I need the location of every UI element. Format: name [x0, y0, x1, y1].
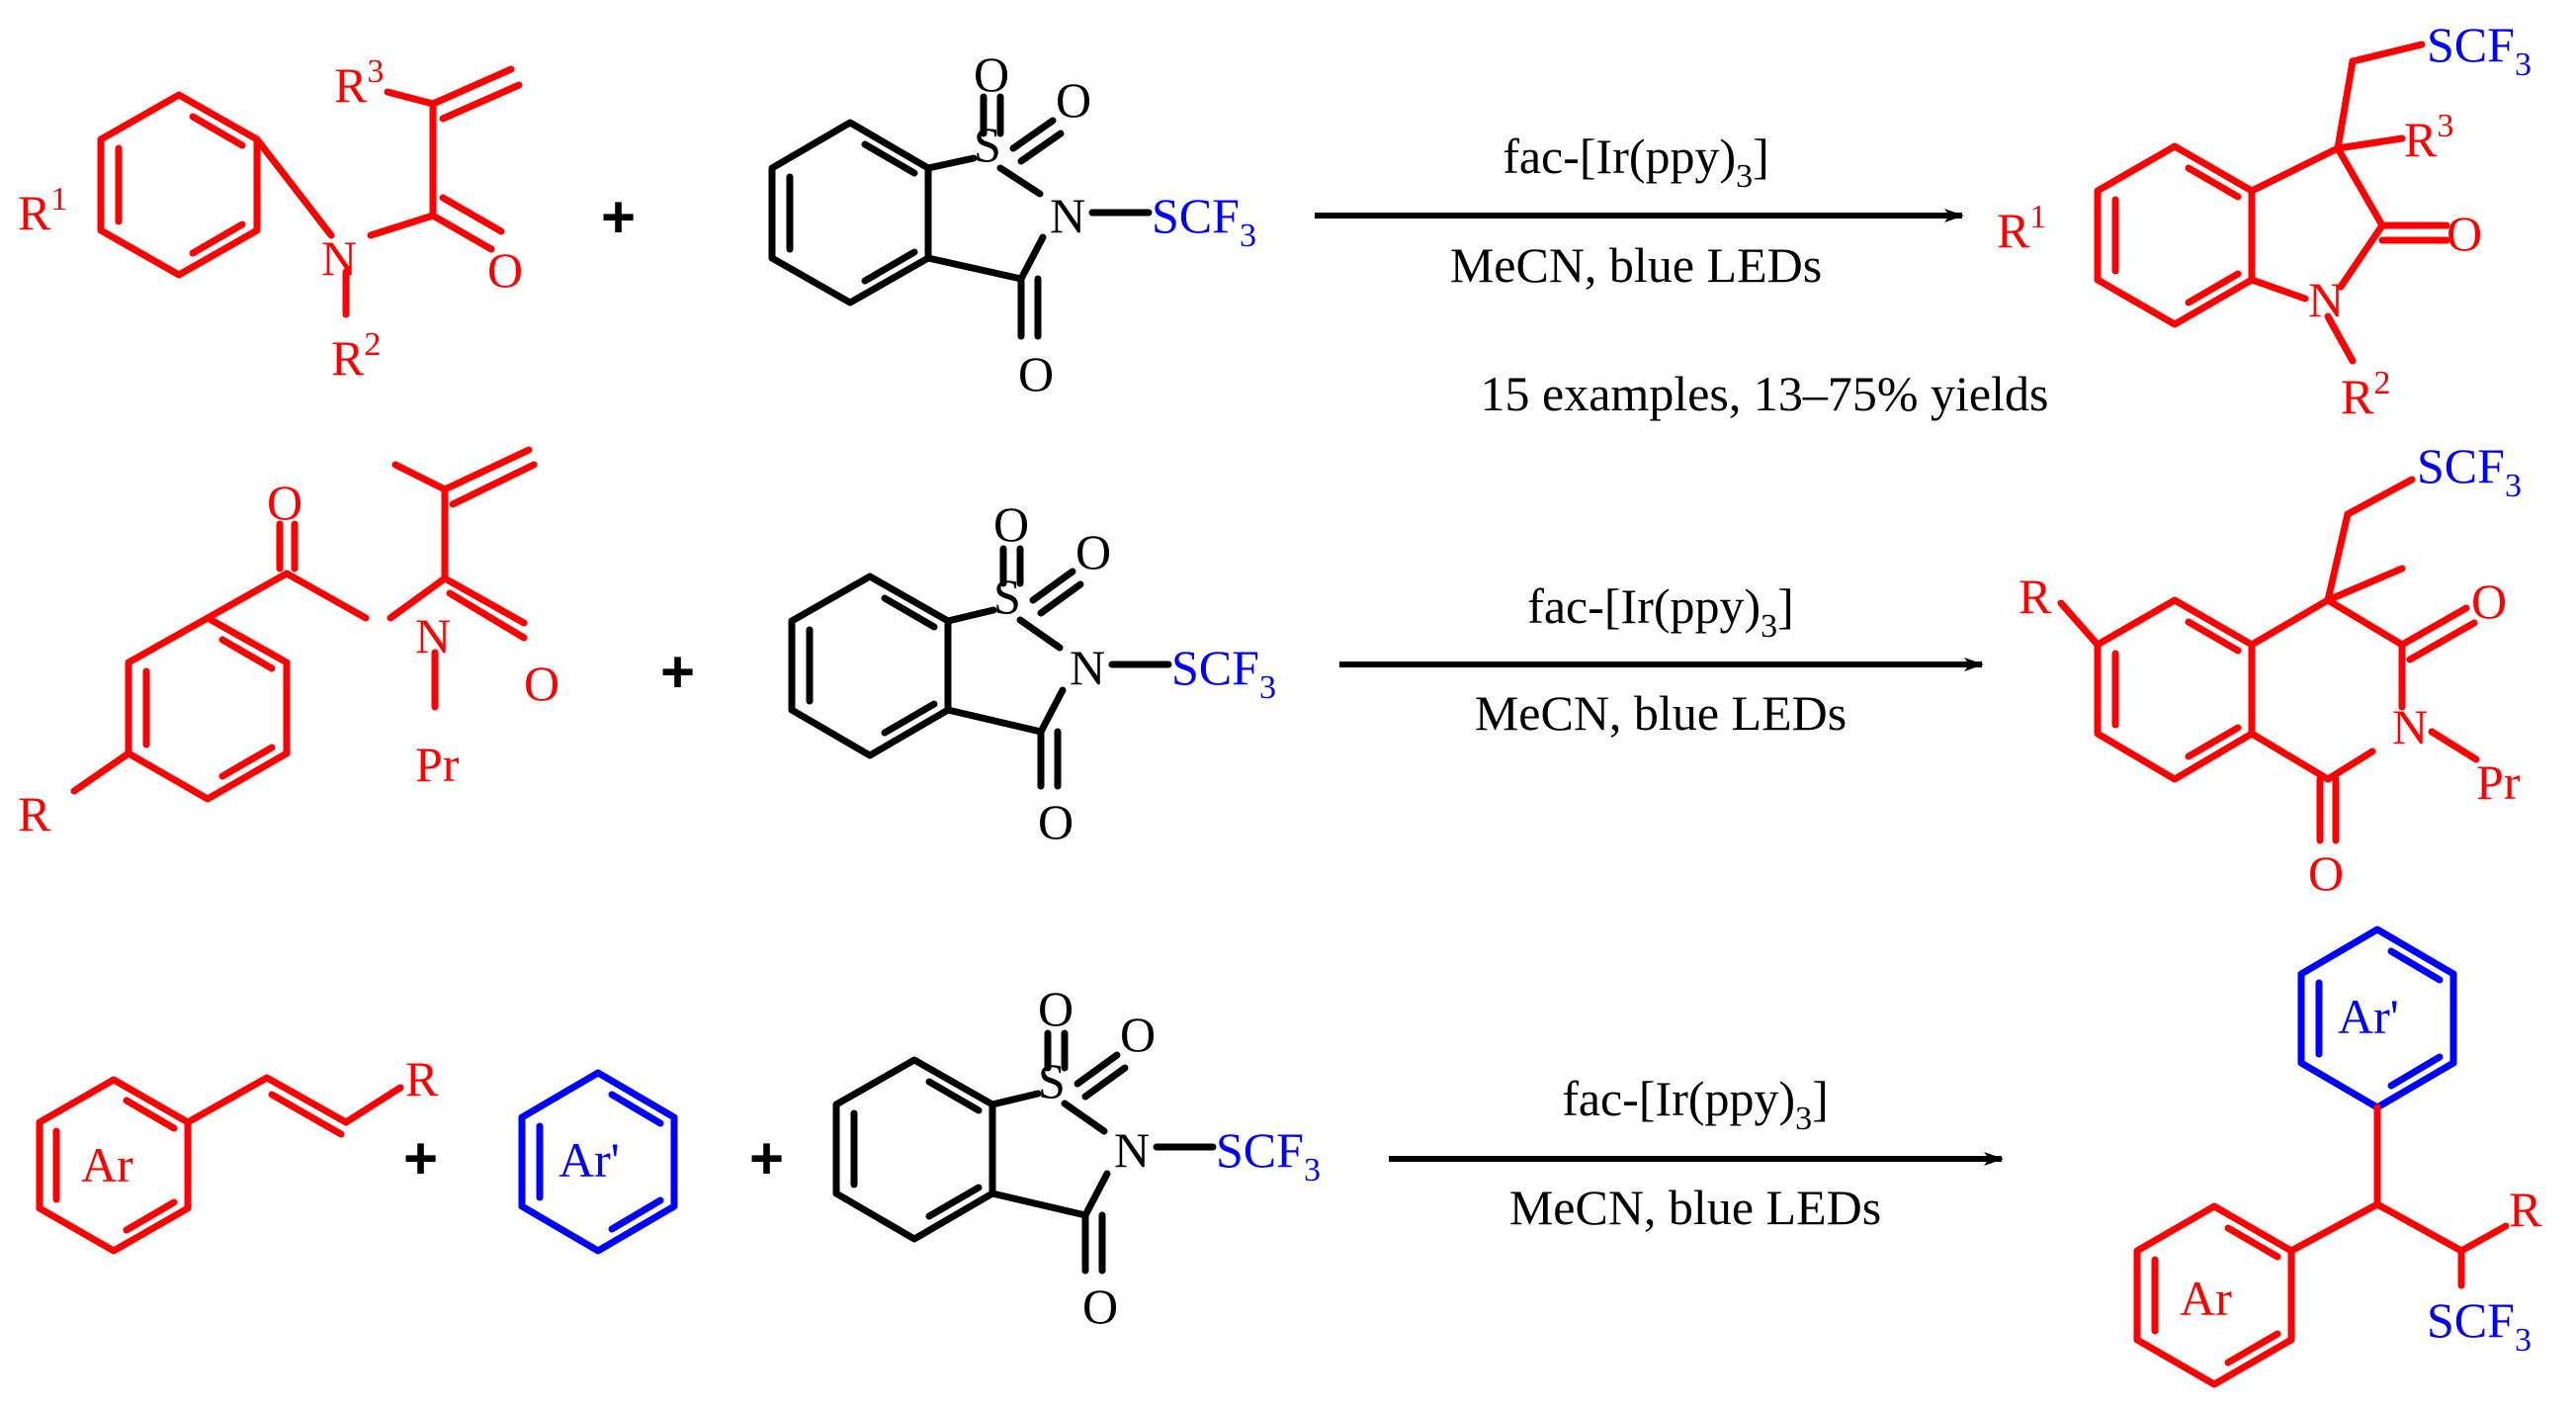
row-3: Ar R + Ar' + — [36, 926, 2542, 1388]
r1-label: R1 — [18, 181, 67, 240]
nitrogen-label: N — [321, 230, 357, 286]
aryl-label: Ar — [2180, 1271, 2232, 1326]
aryl-label: Ar — [81, 1137, 133, 1192]
row-1: R1 N O R2 R3 + O O S N O SCF3 — [18, 17, 2532, 424]
oxygen-label: O — [1038, 981, 1073, 1036]
oxygen-label: O — [1056, 72, 1091, 128]
nitrogen-label: N — [1050, 188, 1085, 243]
row-2: R O N O Pr + O O S N O SCF3 — [18, 438, 2522, 901]
conditions-label: MeCN, blue LEDs — [1450, 237, 1822, 293]
aryl-prime-label: Ar' — [558, 1132, 620, 1188]
propyl-label: Pr — [415, 737, 460, 792]
oxygen-label: O — [1075, 524, 1111, 579]
scf3-saccharin-structure — [832, 1029, 1217, 1275]
scf3-saccharin-structure — [788, 545, 1172, 790]
aryl-prime-label: Ar' — [2338, 989, 2399, 1044]
scf3-group-label: SCF3 — [1216, 1122, 1321, 1189]
oxygen-label: O — [267, 475, 302, 530]
catalyst-label: fac-[Ir(ppy)3] — [1527, 578, 1794, 645]
yield-note: 15 examples, 13–75% yields — [1481, 366, 2049, 421]
catalyst-label: fac-[Ir(ppy)3] — [1503, 129, 1769, 195]
sulfur-label: S — [993, 569, 1021, 624]
r1-label: R1 — [1997, 199, 2046, 258]
n-aryl-acrylamide-structure — [97, 65, 523, 318]
r-label: R — [2018, 569, 2052, 624]
r-label: R — [405, 1051, 439, 1106]
oxygen-label: O — [487, 242, 523, 298]
plus-sign: + — [601, 184, 636, 250]
oxygen-label: O — [2447, 206, 2482, 261]
nitrogen-label: N — [415, 608, 451, 663]
ch2-scf3-linker — [2344, 476, 2416, 518]
diarylalkane-product-structure — [2133, 926, 2510, 1388]
plus-sign: + — [403, 1125, 438, 1191]
oxygen-label: O — [2471, 573, 2507, 629]
oxygen-label: O — [1082, 1279, 1118, 1334]
oxindole-product-structure — [2094, 41, 2450, 365]
r2-label: R2 — [331, 326, 381, 386]
plus-sign: + — [660, 639, 695, 705]
scf3-group-label: SCF3 — [2417, 438, 2522, 504]
oxygen-label: O — [2308, 845, 2344, 901]
scf3-group-label: SCF3 — [1152, 188, 1256, 254]
scf3-group-label: SCF3 — [2427, 17, 2532, 83]
styrene-structure — [36, 1074, 404, 1255]
propyl-label: Pr — [2476, 754, 2521, 810]
r-label: R — [2509, 1182, 2542, 1237]
r-label: R — [18, 786, 51, 841]
n-methacryloyl-benzamide-structure — [70, 446, 538, 803]
oxygen-label: O — [524, 656, 559, 711]
isoquinolinedione-product-structure — [2057, 510, 2480, 844]
catalyst-label: fac-[Ir(ppy)3] — [1562, 1071, 1829, 1137]
scf3-saccharin-structure — [768, 93, 1153, 340]
oxygen-label: O — [1038, 794, 1073, 849]
r3-label: R3 — [2404, 108, 2453, 167]
r2-label: R2 — [2341, 365, 2390, 424]
nitrogen-label: N — [2392, 699, 2428, 754]
oxygen-label: O — [974, 46, 1009, 102]
plus-sign: + — [749, 1125, 784, 1191]
sulfur-label: S — [974, 117, 1001, 172]
oxygen-label: O — [1120, 1007, 1156, 1062]
nitrogen-label: N — [1070, 640, 1105, 695]
r3-label: R3 — [334, 53, 384, 113]
conditions-label: MeCN, blue LEDs — [1509, 1180, 1881, 1235]
nitrogen-label: N — [1114, 1122, 1150, 1178]
scf3-group-label: SCF3 — [2427, 1292, 2532, 1359]
oxygen-label: O — [1018, 346, 1054, 401]
arene-structure — [518, 1069, 678, 1255]
sulfur-label: S — [1038, 1053, 1066, 1108]
scf3-group-label: SCF3 — [1171, 640, 1276, 706]
nitrogen-label: N — [2308, 272, 2344, 327]
oxygen-label: O — [993, 496, 1029, 552]
conditions-label: MeCN, blue LEDs — [1475, 685, 1846, 741]
